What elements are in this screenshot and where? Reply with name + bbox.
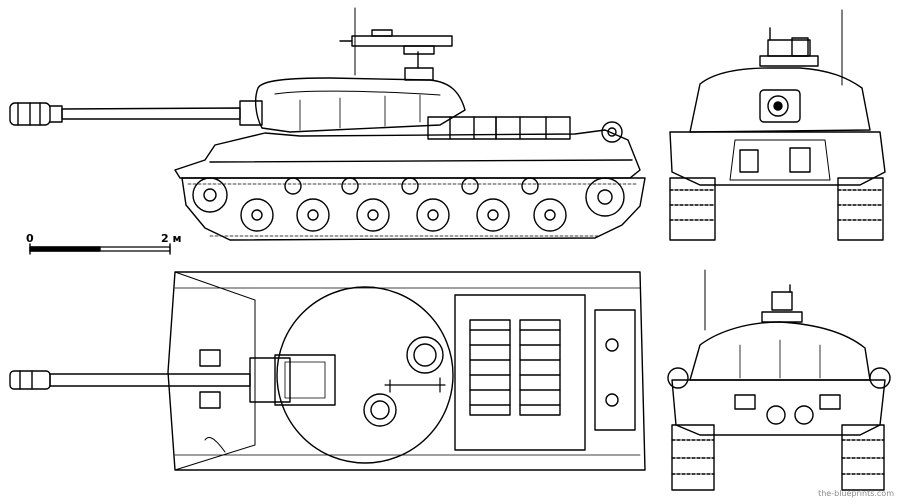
side-road-wheels [240, 198, 567, 232]
top-engine-deck [454, 294, 586, 451]
scale-start-label: 0 [26, 232, 34, 245]
top-turret [276, 286, 454, 464]
side-idler-wheel [192, 177, 228, 213]
side-gun-barrel [9, 100, 263, 126]
front-hull [669, 131, 886, 186]
scale-bar [29, 243, 171, 255]
top-hull [167, 271, 646, 471]
top-view [9, 271, 646, 471]
side-track [181, 177, 646, 241]
side-machine-gun [339, 29, 453, 81]
front-view [669, 9, 886, 241]
rear-view [667, 269, 891, 491]
front-tracks [669, 177, 884, 241]
side-drive-sprocket [585, 177, 625, 217]
front-machine-gun [759, 27, 819, 67]
rear-hull [671, 379, 886, 436]
side-turret [254, 77, 466, 133]
rear-turret [689, 321, 871, 381]
side-stowage-boxes [427, 116, 571, 140]
top-gun-barrel [9, 354, 336, 406]
side-view [9, 7, 646, 241]
rear-machine-gun [761, 284, 803, 323]
front-turret [689, 67, 871, 133]
rear-tracks [671, 424, 885, 491]
scale-end-label: 2 м [161, 232, 182, 245]
side-hull [174, 129, 641, 179]
watermark: the-blueprints.com [818, 489, 894, 498]
